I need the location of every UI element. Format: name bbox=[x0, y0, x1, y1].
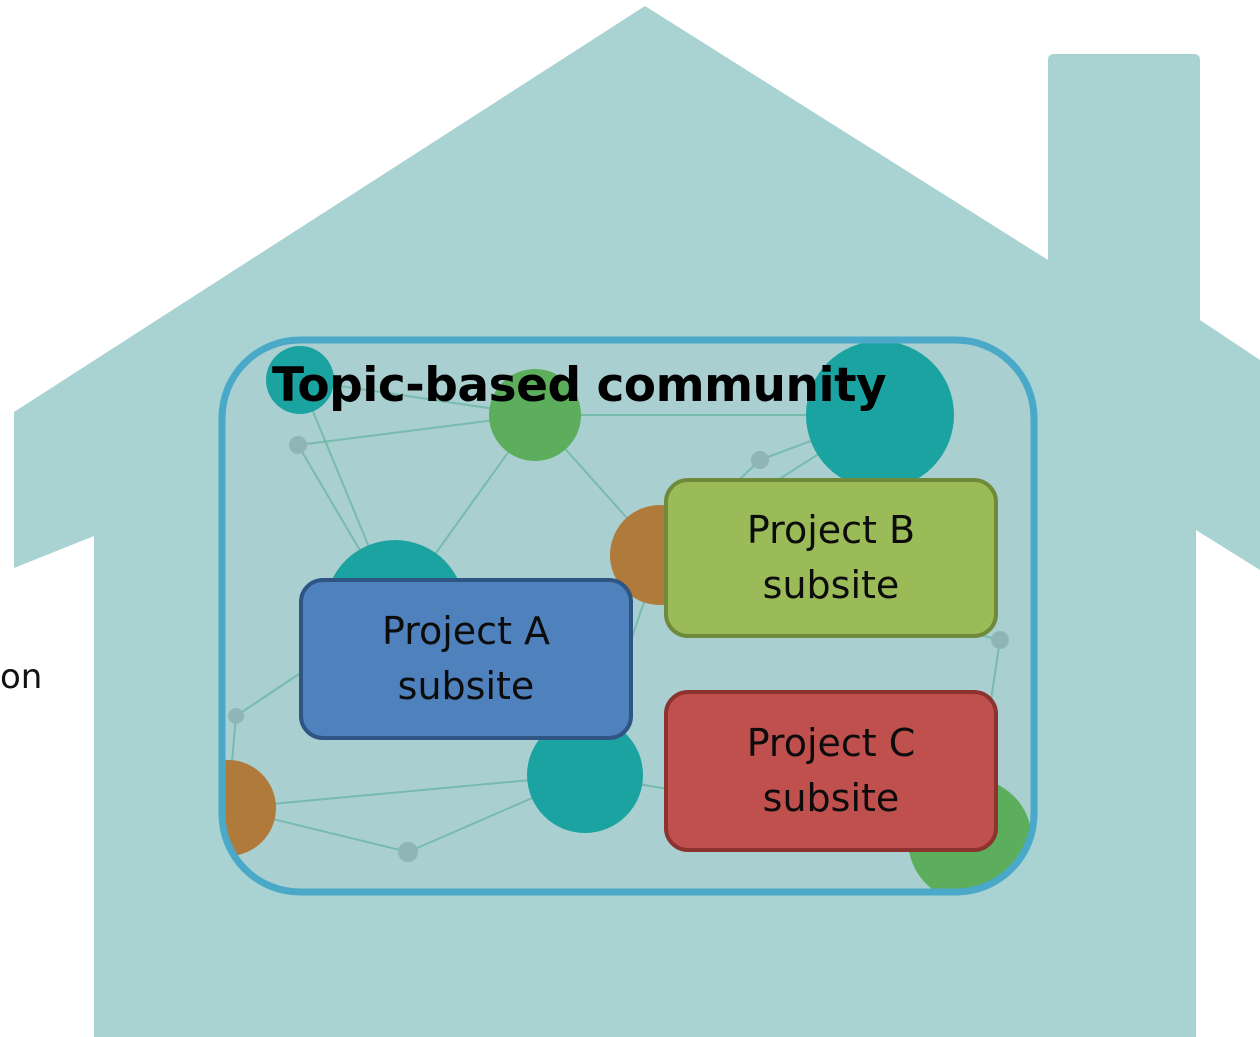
network-node bbox=[228, 708, 244, 724]
project-c-label: Project C bbox=[746, 720, 916, 765]
network-node bbox=[991, 631, 1009, 649]
project-c-sublabel: subsite bbox=[762, 776, 900, 820]
project-a-label: Project A bbox=[381, 608, 551, 653]
network-node bbox=[398, 842, 418, 862]
side-text-fragment: on bbox=[0, 657, 43, 697]
network-edge bbox=[227, 774, 586, 809]
network-node bbox=[751, 451, 769, 469]
project-b-sublabel: subsite bbox=[762, 563, 900, 607]
project-a-subsite-box: Project A subsite bbox=[299, 578, 633, 740]
project-c-subsite-box: Project C subsite bbox=[664, 690, 998, 852]
network-node bbox=[806, 341, 954, 489]
network-node bbox=[527, 717, 643, 833]
community-title: Topic-based community bbox=[272, 358, 887, 413]
project-b-subsite-box: Project B subsite bbox=[664, 478, 998, 638]
network-node bbox=[489, 369, 581, 461]
network-node bbox=[289, 436, 307, 454]
project-b-label: Project B bbox=[746, 507, 916, 552]
community-frame bbox=[218, 336, 1038, 896]
network-node bbox=[222, 760, 276, 856]
network-node bbox=[266, 346, 334, 414]
project-a-sublabel: subsite bbox=[397, 664, 535, 708]
